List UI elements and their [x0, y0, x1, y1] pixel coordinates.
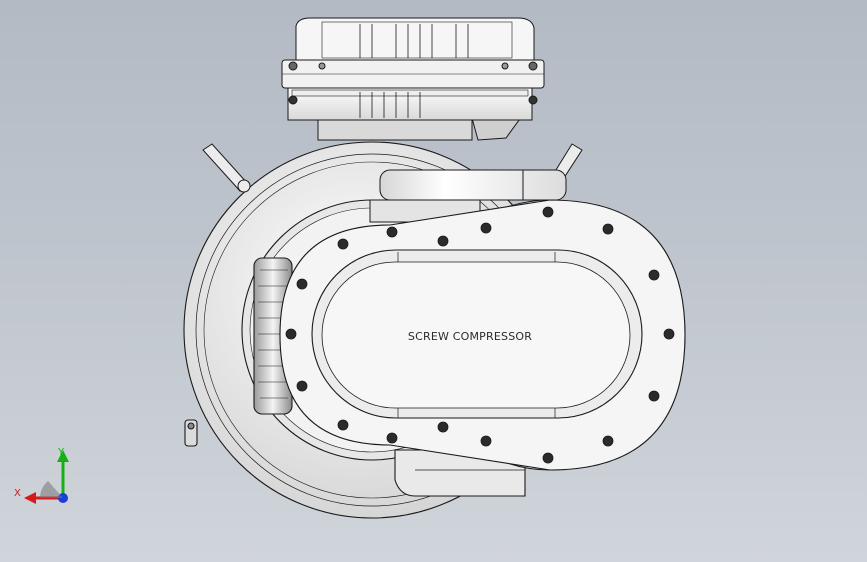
x-axis-label: X	[14, 488, 21, 499]
reference-triad: Y X	[14, 447, 69, 504]
model-label: SCREW COMPRESSOR	[408, 330, 532, 343]
compressor-casing	[279, 199, 686, 471]
y-axis-label: Y	[57, 447, 65, 458]
control-box	[281, 17, 545, 141]
flange-bolts	[285, 206, 675, 464]
